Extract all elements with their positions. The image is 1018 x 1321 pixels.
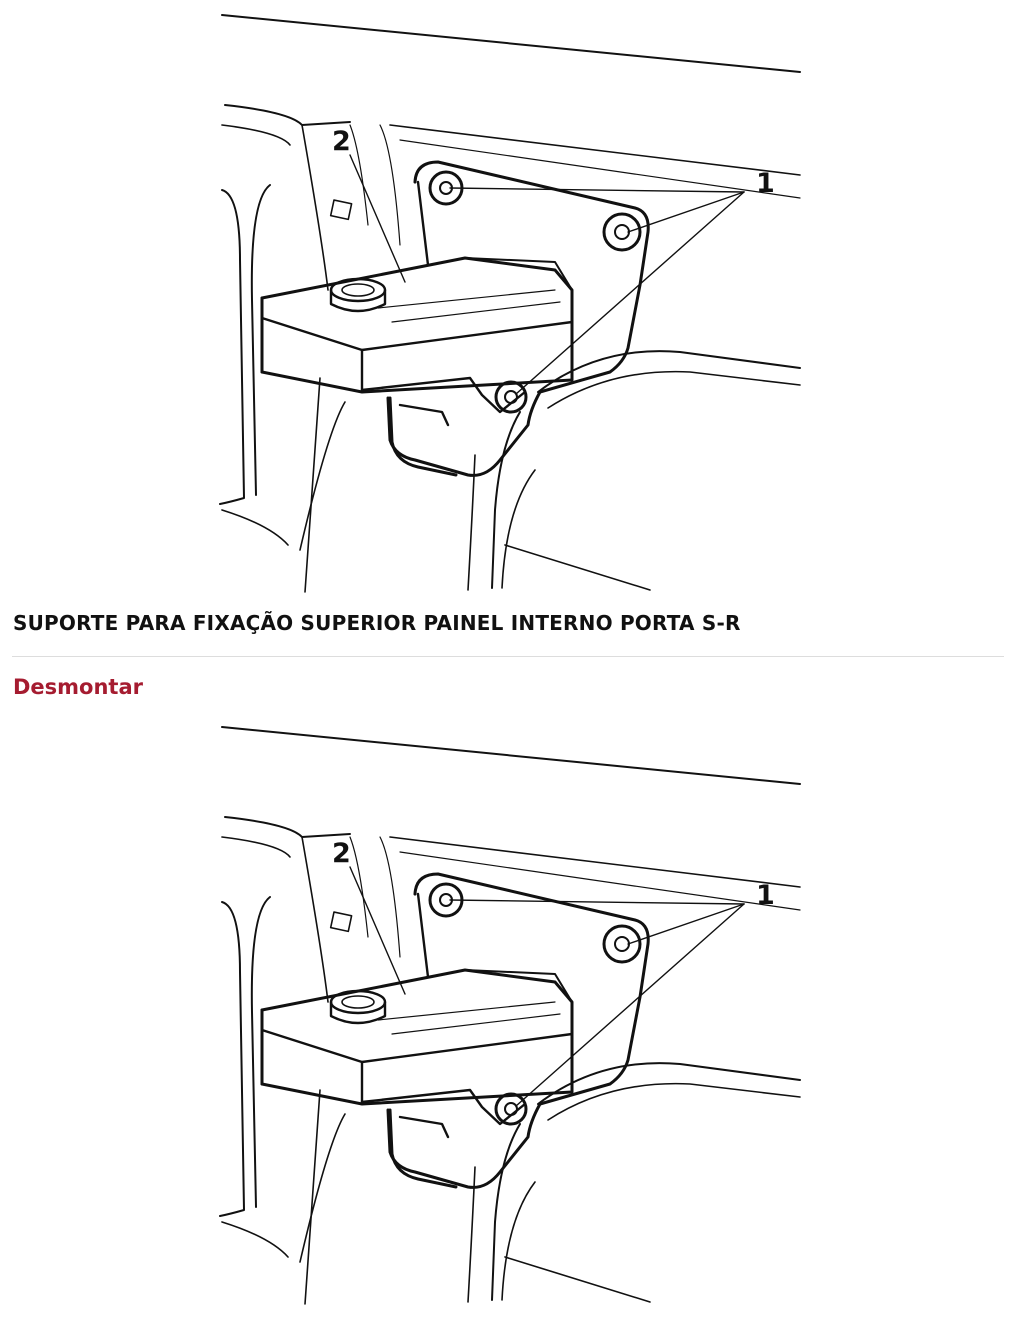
section-divider (12, 656, 1004, 657)
bracket-illustration-top: 1 2 (210, 0, 810, 600)
callout-label-2: 2 (332, 126, 351, 157)
callout-label-1: 1 (756, 168, 775, 199)
bracket-line-drawing: 1 2 (219, 726, 801, 1305)
page-title: SUPORTE PARA FIXAÇÃO SUPERIOR PAINEL INT… (13, 611, 741, 635)
callout-label-1: 1 (756, 880, 775, 911)
bracket-line-drawing: 1 2 (219, 14, 801, 593)
callout-label-2: 2 (332, 838, 351, 869)
section-heading-desmontar: Desmontar (13, 675, 143, 699)
bracket-illustration-bottom: 1 2 (210, 712, 810, 1312)
